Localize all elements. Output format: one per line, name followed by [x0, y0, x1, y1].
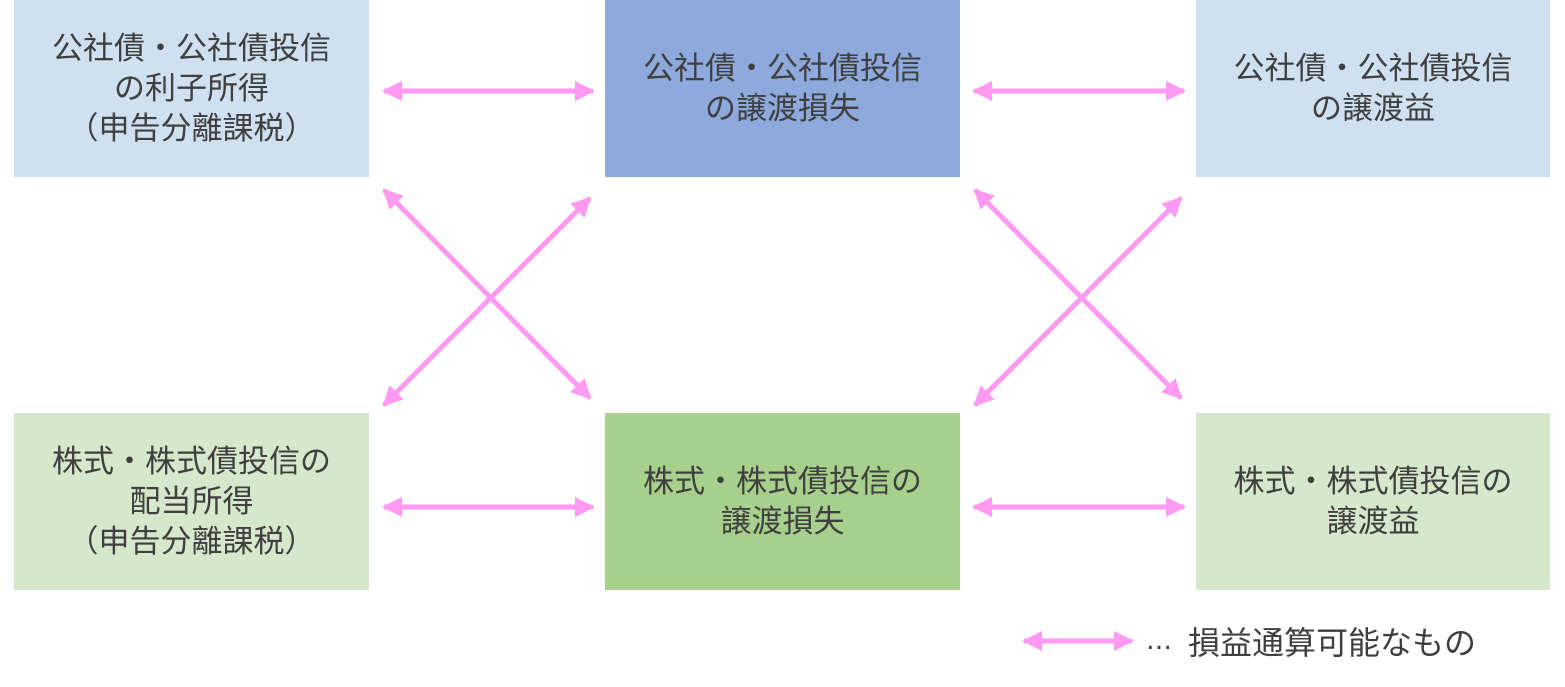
box-line: （申告分離課税）	[67, 110, 316, 147]
box-line: 公社債・公社債投信	[1233, 50, 1513, 87]
arrow-bond-loss-stock-gain	[973, 188, 1183, 400]
box-line: の譲渡益	[1311, 90, 1435, 127]
box-line: 譲渡益	[1326, 503, 1420, 540]
box-line: 公社債・公社債投信	[52, 30, 331, 67]
box-line: 譲渡損失	[720, 503, 845, 540]
bond-interest-box: 公社債・公社債投信 の利子所得 （申告分離課税）	[14, 0, 369, 177]
arrow-bond-interest-stock-loss	[382, 188, 592, 400]
box-line: （申告分離課税）	[67, 523, 316, 560]
box-line: 配当所得	[129, 483, 254, 520]
stock-loss-box: 株式・株式債投信の 譲渡損失	[605, 413, 960, 590]
box-line: 公社債・公社債投信	[643, 50, 922, 87]
box-line: 株式・株式債投信の	[643, 463, 922, 500]
legend-label: 損益通算可能なもの	[1188, 624, 1477, 662]
bond-loss-box: 公社債・公社債投信 の譲渡損失	[605, 0, 960, 177]
box-line: の譲渡損失	[705, 90, 860, 127]
stock-gain-box: 株式・株式債投信の 譲渡益	[1196, 413, 1550, 590]
arrow-stock-dividend-bond-loss	[382, 196, 592, 407]
stock-dividend-box: 株式・株式債投信の 配当所得 （申告分離課税）	[14, 413, 369, 590]
arrow-stock-loss-bond-gain	[973, 196, 1183, 407]
box-line: の利子所得	[114, 70, 269, 107]
box-line: 株式・株式債投信の	[1233, 463, 1513, 500]
legend: … 損益通算可能なもの	[1018, 616, 1476, 666]
double-arrow-icon	[1022, 631, 1134, 651]
legend-ellipsis: …	[1146, 626, 1174, 656]
box-line: 株式・株式債投信の	[52, 443, 331, 480]
bond-gain-box: 公社債・公社債投信 の譲渡益	[1196, 0, 1550, 177]
